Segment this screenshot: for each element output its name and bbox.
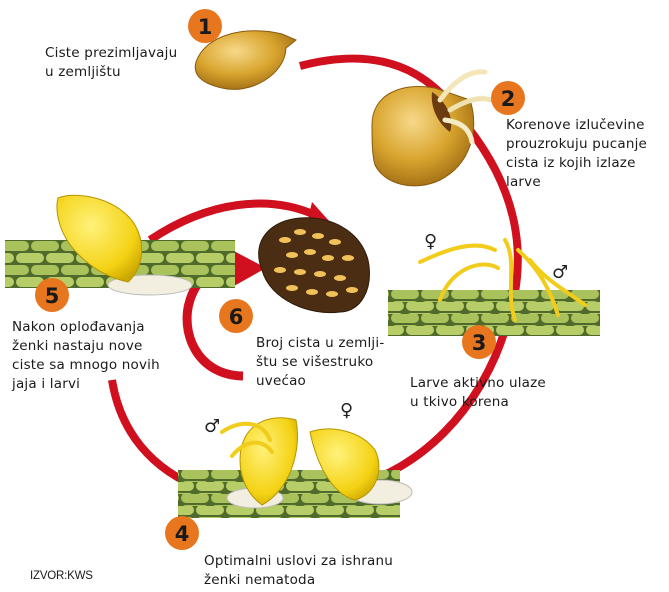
badge-1-number: 1: [198, 15, 213, 39]
male-symbol-stage3: ♂: [552, 262, 568, 283]
stage-5-label: Nakon oplođavanja ženki nastaju nove cis…: [12, 318, 160, 394]
badge-6-number: 6: [229, 305, 244, 329]
hatching-cyst: [372, 72, 495, 186]
stage-4-label: Optimalni uslovi za ishranu ženki nemato…: [204, 552, 393, 590]
female-symbol-stage3: ♀: [424, 231, 437, 252]
badge-2-number: 2: [501, 87, 516, 111]
badge-5-number: 5: [45, 284, 60, 308]
female-symbol-stage4: ♀: [340, 400, 353, 421]
badge-4: 4: [165, 516, 199, 550]
stage-1-label: Ciste prezimljavaju u zemljištu: [45, 44, 177, 82]
source-credit: IZVOR:KWS: [30, 570, 93, 582]
badge-3: 3: [462, 325, 496, 359]
egg-filled-cyst: [259, 218, 370, 313]
root-tissue-right: [388, 290, 600, 336]
badge-2: 2: [491, 81, 525, 115]
stage-6-label: Broj cista u zemlji- štu se višestruko u…: [256, 334, 384, 391]
badge-5: 5: [35, 278, 69, 312]
badge-1: 1: [188, 9, 222, 43]
stage-3-label: Larve aktivno ulaze u tkivo korena: [410, 374, 546, 412]
male-symbol-stage4: ♂: [204, 416, 220, 437]
badge-3-number: 3: [472, 331, 487, 355]
badge-4-number: 4: [175, 522, 190, 546]
badge-6: 6: [219, 299, 253, 333]
stage-2-label: Korenove izlučevine prouzrokuju pucanje …: [506, 116, 647, 192]
